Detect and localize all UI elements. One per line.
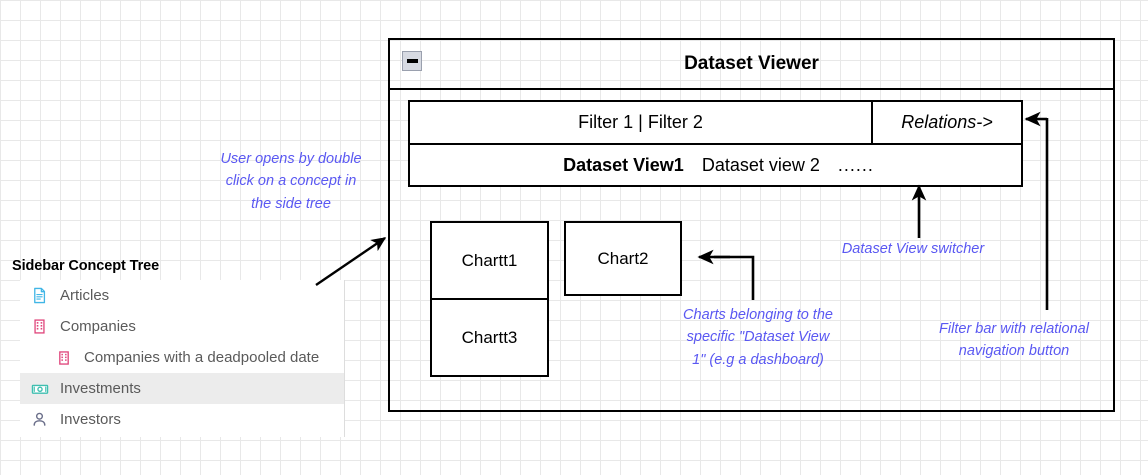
annotation-charts-hint: Charts belonging to the specific "Datase… (683, 307, 833, 368)
sidebar-tree-list: Articles Companies (20, 280, 345, 437)
annotation-view-switcher: Dataset View switcher (841, 241, 985, 257)
chart-box-3[interactable]: Chartt3 (432, 300, 547, 375)
banknote-icon (30, 379, 49, 398)
building-icon (30, 317, 49, 336)
chart-box-2[interactable]: Chart2 (564, 221, 682, 296)
annotation-open-hint: User opens by double click on a concept … (220, 151, 362, 212)
dataset-viewer-window: Dataset Viewer Filter 1 | Filter 2 Relat… (388, 38, 1115, 412)
filter-and-views-block: Filter 1 | Filter 2 Relations-> Dataset … (408, 100, 1023, 187)
chart-box-1[interactable]: Chartt1 (432, 223, 547, 300)
sidebar-item-label: Companies (60, 318, 136, 335)
tab-dataset-view-2[interactable]: Dataset view 2 (701, 154, 820, 175)
sidebar-item-label: Companies with a deadpooled date (84, 349, 320, 366)
page-title: Dataset Viewer (684, 53, 819, 74)
dataset-view-switcher: Dataset View1 Dataset view 2 ...... (410, 145, 1021, 185)
filter-bar: Filter 1 | Filter 2 Relations-> (410, 102, 1021, 145)
sidebar-item-companies[interactable]: Companies (20, 311, 344, 342)
filters-label[interactable]: Filter 1 | Filter 2 (410, 102, 873, 143)
sidebar-item-label: Investments (60, 380, 141, 397)
sidebar-item-investors[interactable]: Investors (20, 404, 344, 435)
building-icon (54, 348, 73, 367)
tab-dataset-view-more[interactable]: ...... (837, 154, 874, 175)
person-icon (30, 410, 49, 429)
document-icon (30, 286, 49, 305)
minus-glyph (406, 59, 418, 63)
sidebar-item-investments[interactable]: Investments (20, 373, 344, 404)
minus-icon[interactable] (402, 51, 422, 71)
dataset-viewer-titlebar: Dataset Viewer (390, 40, 1113, 90)
annotation-filter-bar-hint: Filter bar with relational navigation bu… (939, 321, 1089, 360)
sidebar-item-label: Articles (60, 287, 110, 304)
sidebar-item-label: Investors (60, 411, 121, 428)
sidebar-item-companies-deadpooled[interactable]: Companies with a deadpooled date (20, 342, 344, 373)
chart-stack: Chartt1 Chartt3 (430, 221, 549, 377)
sidebar-title: Sidebar Concept Tree (12, 258, 160, 274)
sidebar-item-articles[interactable]: Articles (20, 280, 344, 311)
sidebar-concept-tree: Sidebar Concept Tree Articles (12, 258, 345, 438)
tab-dataset-view-1[interactable]: Dataset View1 (563, 154, 684, 175)
relations-navigation-button[interactable]: Relations-> (901, 112, 993, 132)
